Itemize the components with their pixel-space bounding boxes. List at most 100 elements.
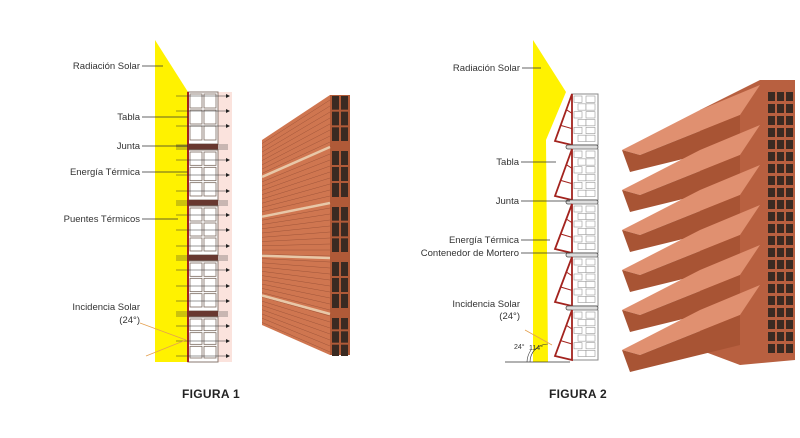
brick-hole [786,116,793,125]
brick-hole [332,207,339,221]
brick-cell [585,95,596,103]
figure-2-caption: FIGURA 2 [549,387,607,401]
brick-cell [585,213,596,220]
brick-cell [189,293,203,308]
brick-hole [786,140,793,149]
brick-cell [573,327,583,334]
brick-course [261,195,331,212]
solar-radiation-band [533,40,566,362]
brick-cell [573,182,583,189]
louver-face [622,155,740,212]
brick-cell [585,119,596,127]
brick-hole [786,344,793,353]
brick-cell [585,288,596,296]
brick-hole [332,151,339,165]
arrow-head [226,299,230,303]
brick-hole [341,151,348,165]
louver-top [622,125,760,195]
brick-cell [577,119,587,127]
brick-course [261,177,331,200]
angle-arc-114 [529,343,549,363]
brick-cell [585,243,596,250]
louver-face [622,315,740,372]
brick-cell [585,205,596,213]
mortar-joint [261,294,331,316]
brick-cell [577,334,587,342]
brick-web [566,109,573,114]
brick-web [560,124,573,130]
brick-hole [777,344,784,353]
arrow-head [226,244,230,248]
brick-cell [203,93,217,109]
brick-hole [768,176,775,185]
brick-hole [777,272,784,281]
brick-cell [189,277,203,293]
brick-cell [189,93,203,109]
brick-hole [786,212,793,221]
brick-cell [577,296,587,303]
brick-cell [203,182,217,197]
brick-hole [768,104,775,113]
louver-top [622,165,760,235]
brick-cell [585,319,596,327]
brick-hole [777,140,784,149]
brick-cell [203,332,217,345]
brick-cell [577,228,587,235]
brick-hole [777,224,784,233]
brick-cell [577,350,587,357]
brick-course [261,237,331,242]
brick-hole [777,284,784,293]
angle-arc-24 [526,349,532,363]
louver-face [622,275,740,332]
brick-cell [577,134,587,142]
incidence-ray [524,329,553,346]
brick-hole [786,272,793,281]
brick-hole [786,248,793,257]
mortar-joint [261,254,331,260]
brick-hole [341,207,348,221]
brick-cell [577,103,587,111]
brick-hole [768,296,775,305]
brick-cell [203,109,217,125]
incidence-ray [145,339,187,357]
brick-hole [332,222,339,237]
mortar-container [565,144,599,150]
brick-cell [585,350,596,357]
brick-hole [777,152,784,161]
brick-cell [577,189,587,197]
label-incidencia-angle: (24°) [499,311,520,322]
label-tabla: Tabla [117,112,140,123]
brick-cell [189,166,203,182]
brick-hole [768,272,775,281]
thermal-arrows [176,94,230,358]
brick-cell [573,127,583,134]
brick-hole [768,128,775,137]
arrow-head [226,94,230,98]
brick-course [261,305,331,329]
arrow-head [226,268,230,272]
tilted-brick [553,309,573,362]
brick-hole [768,332,775,341]
brick-course [261,288,331,305]
brick-hole [332,238,339,252]
brick-cell [577,266,587,273]
brick-hole [341,294,348,308]
brick-hole [768,212,775,221]
brick-course [261,219,331,229]
brick-course [261,231,331,238]
brick-cell [203,166,217,182]
brick-cell [585,266,596,273]
brick-cell [585,189,596,197]
brick-course [261,213,331,225]
brick-hole [777,320,784,329]
brick-hole [768,308,775,317]
brick-cell [189,109,203,125]
brick-hole [786,332,793,341]
wall-face [262,95,330,355]
brick-cell [189,182,203,197]
brick-hole [786,308,793,317]
brick-cell [203,277,217,293]
brick-hole [786,176,793,185]
brick-hole [786,92,793,101]
brick-cell [585,296,596,303]
